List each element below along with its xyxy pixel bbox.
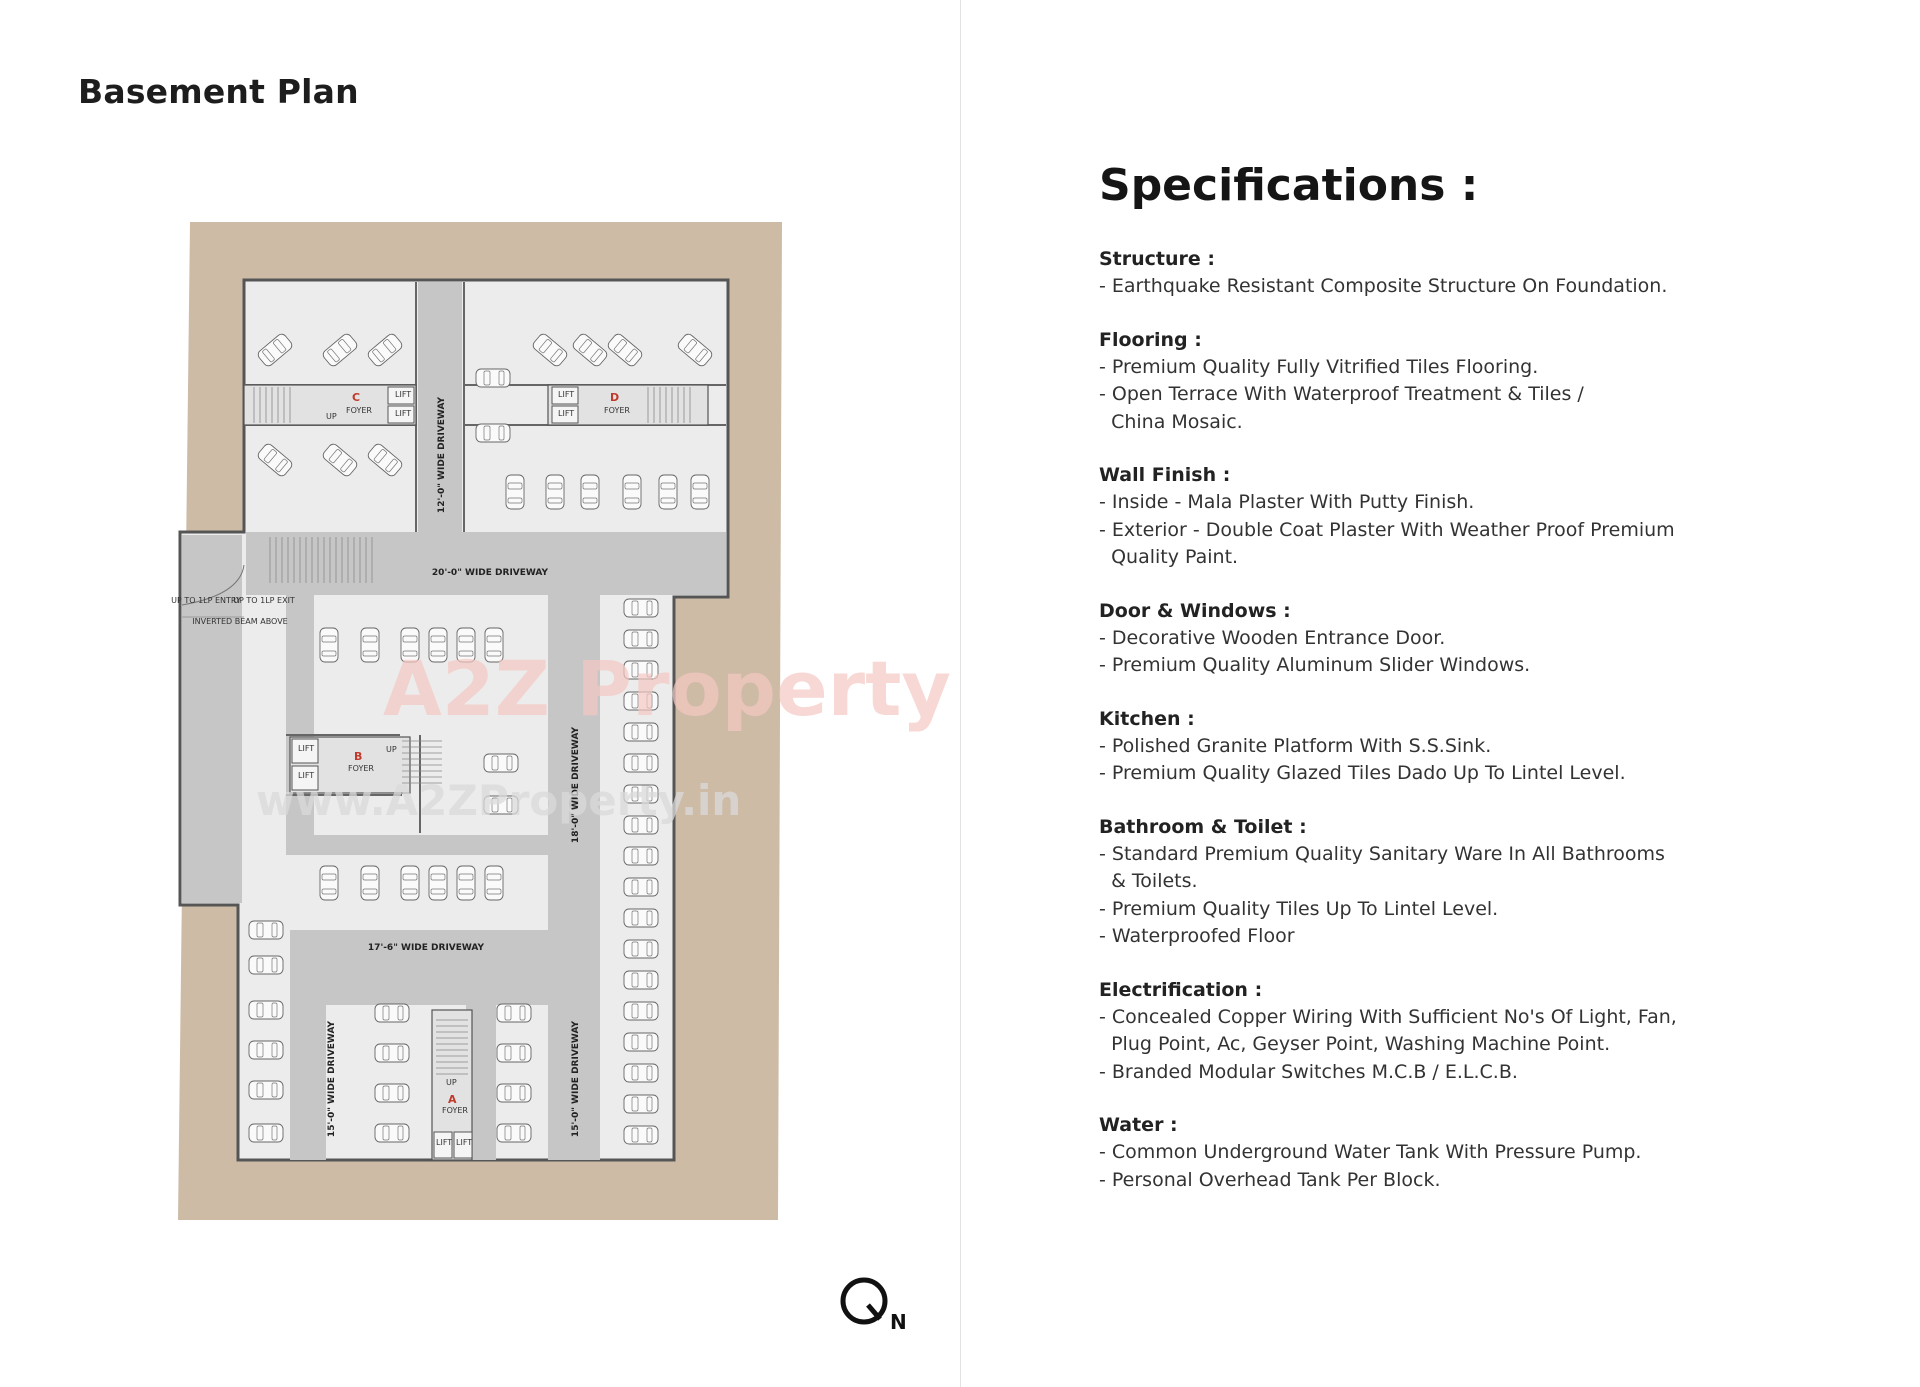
spec-item: - Premium Quality Glazed Tiles Dado Up T… [1099,762,1626,784]
driveway-label-15ft-left: 15'-0" WIDE DRIVEWAY [327,1020,337,1137]
block-b-lift-2: LIFT [298,771,314,780]
block-b-foyer: FOYER [348,764,374,773]
spec-section: Wall Finish : - Inside - Mala Plaster Wit… [1099,462,1819,572]
spec-item: China Mosaic. [1099,410,1243,433]
spec-heading: Kitchen : [1099,707,1195,730]
page-divider [960,0,961,1387]
spec-section: Flooring : - Premium Quality Fully Vitrif… [1099,327,1819,437]
spec-heading: Electrification : [1099,978,1263,1001]
spec-heading: Structure : [1099,248,1216,270]
watermark-url: www.A2ZProperty.in [256,776,741,825]
driveway-label-15ft-right: 15'-0" WIDE DRIVEWAY [571,1020,581,1137]
spec-item: Plug Point, Ac, Geyser Point, Washing Ma… [1099,1033,1611,1055]
north-label: N [890,1310,907,1334]
block-d-label: D [610,391,619,404]
spec-section: Kitchen : - Polished Granite Platform Wit… [1099,706,1819,788]
north-arrow-icon: N [840,1277,907,1334]
spec-item: - Personal Overhead Tank Per Block. [1099,1168,1441,1191]
block-c-foyer: FOYER [346,406,372,415]
spec-item: & Toilets. [1099,870,1198,892]
spec-item: - Earthquake Resistant Composite Structu… [1099,275,1668,297]
inverted-beam-label: INVERTED BEAM ABOVE [192,617,287,626]
driveway-label-17-6ft: 17'-6" WIDE DRIVEWAY [368,943,485,953]
specifications-list: Structure : - Earthquake Resistant Compos… [1099,246,1819,1220]
block-c-label: C [352,391,360,404]
spec-section: Electrification : - Concealed Copper Wiri… [1099,977,1819,1087]
ramp-exit-label: UP TO 1LP EXIT [233,596,295,605]
spec-heading: Wall Finish : [1099,464,1231,486]
block-d-lift-2: LIFT [558,409,574,418]
ramp [182,537,373,618]
basement-plan-drawing: C FOYER LIFT LIFT UP D FOYER LIFT LIFT [171,222,951,1220]
block-a-lift-2: LIFT [456,1138,472,1147]
spec-item: - Branded Modular Switches M.C.B / E.L.C… [1099,1060,1518,1083]
block-b-label: B [354,750,362,763]
spec-item: - Decorative Wooden Entrance Door. [1099,626,1446,649]
spec-section: Structure : - Earthquake Resistant Compos… [1099,246,1819,301]
spec-item: Quality Paint. [1099,546,1239,568]
driveway-label-20ft: 20'-0" WIDE DRIVEWAY [432,568,549,578]
spec-section: Door & Windows : - Decorative Wooden Entr… [1099,598,1819,680]
spec-item: - Premium Quality Tiles Up To Lintel Lev… [1099,897,1499,920]
spec-item: - Waterproofed Floor [1099,925,1295,947]
block-d-foyer: FOYER [604,406,630,415]
driveway-areas [182,282,726,1160]
spec-item: - Standard Premium Quality Sanitary Ware… [1099,842,1665,865]
block-d-lift-1: LIFT [558,390,574,399]
spec-item: - Concealed Copper Wiring With Sufficien… [1099,1005,1677,1028]
left-page: Basement Plan [78,72,951,1334]
spec-item: - Common Underground Water Tank With Pre… [1099,1141,1642,1163]
block-a-label: A [448,1093,457,1106]
spec-heading: Flooring : [1099,328,1202,351]
driveway-label-12ft: 12'-0" WIDE DRIVEWAY [437,396,447,513]
spec-heading: Door & Windows : [1099,599,1291,622]
spec-item: - Polished Granite Platform With S.S.Sin… [1099,734,1492,757]
spec-section: Water : - Common Underground Water Tank W… [1099,1112,1819,1194]
block-c-lift-2: LIFT [395,409,411,418]
block-c-lift-1: LIFT [395,390,411,399]
plan-title: Basement Plan [78,72,359,111]
block-b-core: B FOYER LIFT LIFT UP [289,736,442,794]
block-a-lift-1: LIFT [436,1138,452,1147]
block-c-core: C FOYER LIFT LIFT UP [243,384,417,426]
block-a-foyer: FOYER [442,1106,468,1115]
spec-heading: Water : [1099,1114,1178,1136]
spec-item: - Premium Quality Aluminum Slider Window… [1099,654,1531,676]
spec-item: - Premium Quality Fully Vitrified Tiles … [1099,355,1539,378]
block-d-core: D FOYER LIFT LIFT [547,384,709,426]
right-page: Specifications : Structure : - Earthquake… [961,0,1920,1387]
driveway-label-18ft: 18'-0" WIDE DRIVEWAY [571,726,581,843]
watermark-brand: A2Z Property [383,644,951,733]
spec-item: - Inside - Mala Plaster With Putty Finis… [1099,491,1475,513]
spec-section: Bathroom & Toilet : - Standard Premium Qu… [1099,814,1819,951]
spec-heading: Bathroom & Toilet : [1099,815,1307,838]
block-b-up: UP [386,745,397,754]
block-a-core: A FOYER LIFT LIFT UP [431,1009,473,1161]
spec-item: - Exterior - Double Coat Plaster With We… [1099,518,1675,541]
block-c-up: UP [326,412,337,421]
block-b-lift-1: LIFT [298,744,314,753]
specifications-title: Specifications : [1099,160,1479,211]
ramp-entry-label: UP TO 1LP ENTRY [171,596,241,605]
spec-item: - Open Terrace With Waterproof Treatment… [1099,383,1584,405]
block-a-up: UP [446,1078,457,1087]
